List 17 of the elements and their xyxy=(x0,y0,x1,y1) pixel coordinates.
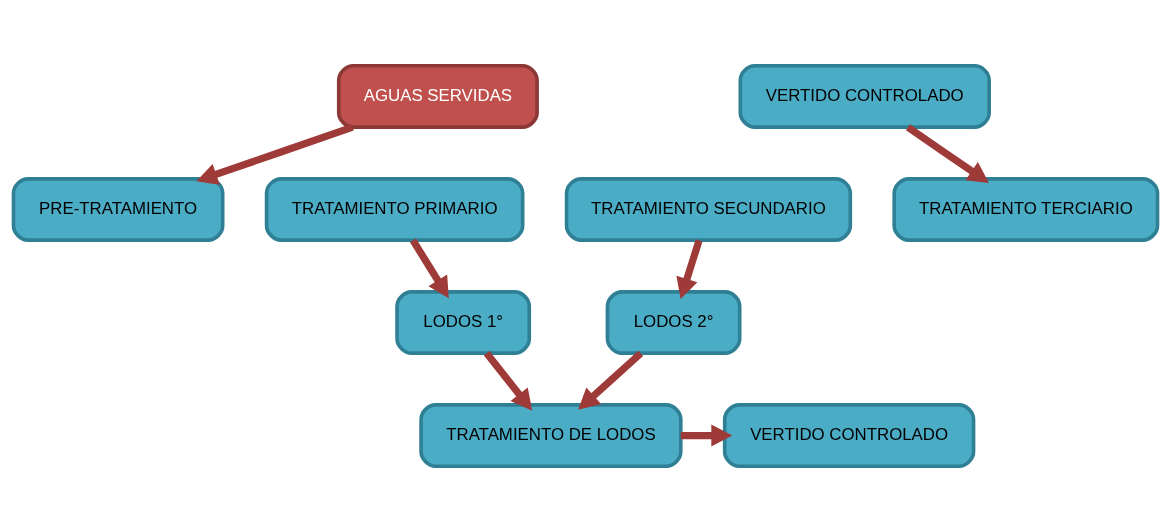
node-box: VERTIDO CONTROLADO xyxy=(738,63,991,129)
arrow xyxy=(676,238,703,299)
arrow xyxy=(483,350,533,411)
node-box: TRATAMIENTO TERCIARIO xyxy=(892,176,1160,242)
arrow xyxy=(578,350,644,410)
node-box: TRATAMIENTO SECUNDARIO xyxy=(564,176,853,242)
node-box: TRATAMIENTO PRIMARIO xyxy=(264,176,525,242)
node-box: LODOS 2° xyxy=(605,289,742,355)
arrow xyxy=(196,123,354,185)
arrow xyxy=(905,123,989,183)
arrow xyxy=(680,424,733,447)
node-box: TRATAMIENTO DE LODOS xyxy=(419,402,683,468)
arrow xyxy=(409,237,449,298)
node-box: VERTIDO CONTROLADO xyxy=(722,402,976,468)
node-box: AGUAS SERVIDAS xyxy=(336,63,539,129)
node-box: PRE-TRATAMIENTO xyxy=(11,176,225,242)
node-box: LODOS 1° xyxy=(395,289,532,355)
